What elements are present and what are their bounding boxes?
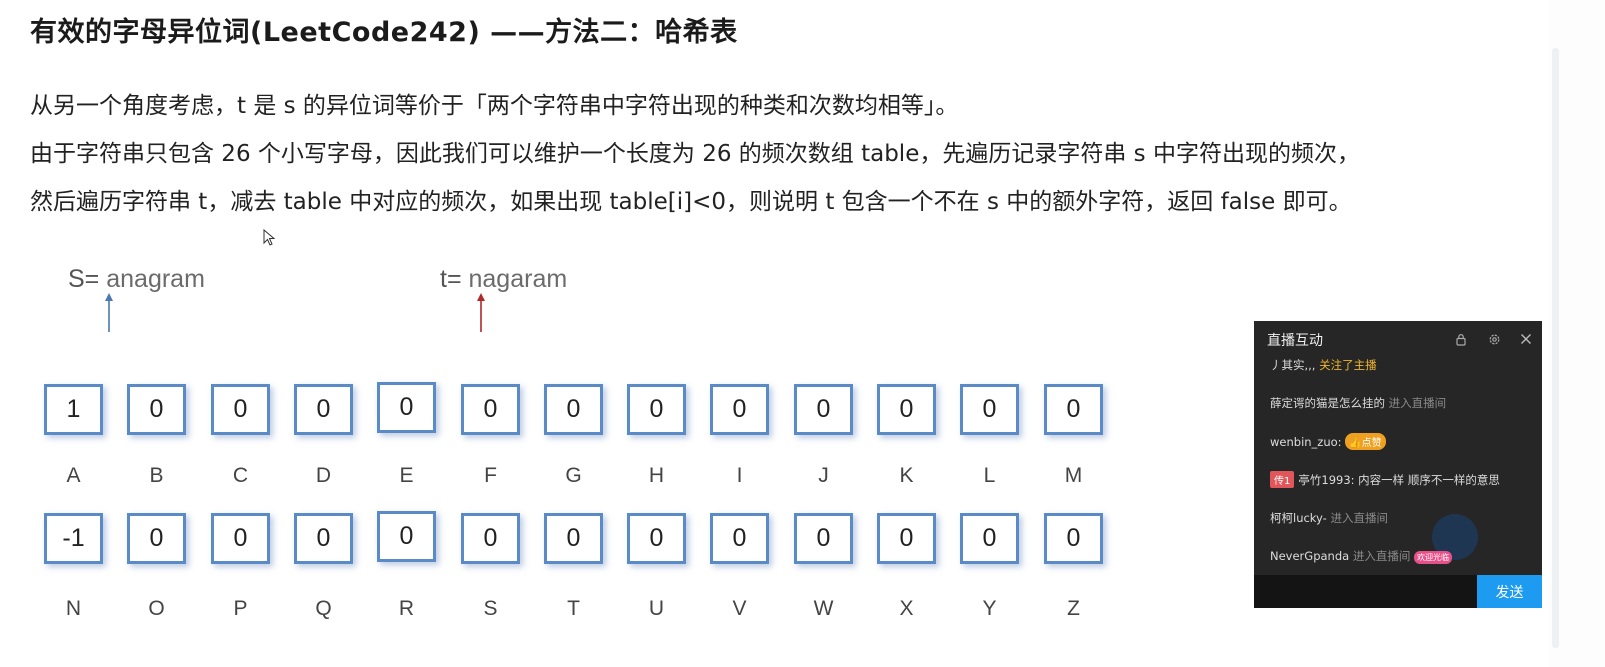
letter-label: A (66, 464, 81, 487)
t-pointer-arrow-icon (477, 293, 485, 332)
chat-username[interactable]: NeverGpanda (1270, 549, 1350, 563)
chat-input[interactable] (1254, 575, 1477, 608)
table-cell: 0 (627, 384, 686, 435)
s-value: anagram (106, 265, 205, 293)
chat-username[interactable]: 丿其实,,, (1270, 358, 1316, 372)
table-cell: 0 (794, 384, 853, 435)
table-cell: 0 (461, 384, 520, 435)
letter-label: W (813, 597, 834, 620)
table-cell: 0 (211, 513, 270, 564)
letter-label: S (483, 597, 498, 620)
t-prefix: t= (440, 265, 469, 293)
table-cell: 0 (377, 511, 436, 562)
letter-label: G (565, 464, 582, 487)
table-cell: 0 (1044, 384, 1103, 435)
chat-username[interactable]: wenbin_zuo: (1270, 435, 1346, 449)
chat-message-text: 内容一样 顺序不一样的意思 (1358, 473, 1500, 487)
letter-label: E (399, 464, 414, 487)
t-string-label: t= nagaram (440, 265, 567, 294)
letter-label: V (732, 597, 747, 620)
chat-header: 直播互动 (1254, 321, 1542, 357)
slide-title: 有效的字母异位词(LeetCode242) ——方法二：哈希表 (30, 17, 738, 48)
letter-label: N (65, 597, 82, 620)
close-icon[interactable] (1518, 331, 1534, 347)
letter-label: T (567, 597, 580, 620)
chat-message-text: 进入直播间 (1349, 549, 1411, 563)
like-badge: 👍点赞 (1345, 433, 1386, 450)
table-cell: -1 (44, 513, 103, 564)
table-cell: 0 (960, 384, 1019, 435)
send-button[interactable]: 发送 (1477, 575, 1542, 608)
s-pointer-arrow-icon (105, 293, 113, 332)
table-cell: 0 (127, 513, 186, 564)
chat-message: 柯柯lucky- 进入直播间 (1270, 510, 1388, 526)
letter-label: D (315, 464, 332, 487)
letter-label: H (648, 464, 665, 487)
chat-message-text: 进入直播间 (1385, 396, 1447, 410)
chat-username[interactable]: 柯柯lucky- (1270, 511, 1327, 525)
table-cell: 0 (877, 384, 936, 435)
table-cell: 0 (794, 513, 853, 564)
letter-label: O (148, 597, 165, 620)
paragraph-line-1: 从另一个角度考虑，t 是 s 的异位词等价于「两个字符串中字符出现的种类和次数均… (30, 93, 959, 119)
letter-label: M (1064, 464, 1083, 487)
table-cell: 0 (294, 513, 353, 564)
table-cell: 0 (627, 513, 686, 564)
letter-label: B (149, 464, 164, 487)
letter-label: Q (315, 597, 332, 620)
table-cell: 0 (127, 384, 186, 435)
gear-icon[interactable] (1486, 331, 1502, 347)
letter-label: I (736, 464, 743, 487)
table-cell: 0 (1044, 513, 1103, 564)
chat-title: 直播互动 (1267, 333, 1323, 349)
letter-label: R (398, 597, 415, 620)
table-cell: 0 (710, 384, 769, 435)
chat-message: NeverGpanda 进入直播间 欢迎光临 (1270, 548, 1452, 564)
table-cell: 0 (877, 513, 936, 564)
table-cell: 0 (544, 513, 603, 564)
scrollbar[interactable] (1552, 48, 1559, 648)
letter-label: Y (982, 597, 997, 620)
letter-label: F (484, 464, 497, 487)
table-cell: 0 (377, 382, 436, 433)
welcome-badge: 欢迎光临 (1414, 551, 1452, 564)
s-string-label: S= anagram (68, 265, 205, 294)
paragraph-line-2: 由于字符串只包含 26 个小写字母，因此我们可以维护一个长度为 26 的频次数组… (30, 141, 1360, 167)
letter-label: L (983, 464, 996, 487)
t-value: nagaram (468, 265, 568, 293)
chat-message: 丿其实,,, 关注了主播 (1270, 357, 1377, 373)
letter-label: Z (1067, 597, 1080, 620)
table-cell: 0 (710, 513, 769, 564)
table-cell: 1 (44, 384, 103, 435)
letter-label: J (818, 464, 829, 487)
letter-label: X (899, 597, 914, 620)
chat-message-text: 进入直播间 (1326, 511, 1388, 525)
table-cell: 0 (960, 513, 1019, 564)
letter-label: K (899, 464, 914, 487)
table-cell: 0 (211, 384, 270, 435)
live-chat-panel: 直播互动 丿其实,,, 关注了主播 薛定谔的猫是怎么挂的 进入直播间 wenbi… (1254, 321, 1542, 608)
letter-label: U (648, 597, 665, 620)
s-prefix: S= (68, 265, 107, 293)
paragraph-line-3: 然后遍历字符串 t，减去 table 中对应的频次，如果出现 table[i]<… (30, 189, 1352, 215)
chat-username[interactable]: 薛定谔的猫是怎么挂的 (1270, 396, 1385, 410)
lock-icon[interactable] (1453, 331, 1469, 347)
fan-level-badge: 传1 (1270, 471, 1295, 488)
chat-message: wenbin_zuo: 👍点赞 (1270, 433, 1386, 450)
table-cell: 0 (461, 513, 520, 564)
chat-message: 薛定谔的猫是怎么挂的 进入直播间 (1270, 395, 1446, 411)
table-cell: 0 (544, 384, 603, 435)
mouse-cursor-icon (263, 229, 276, 246)
chat-username[interactable]: 亭竹1993: (1298, 473, 1359, 487)
chat-message-text: 关注了主播 (1315, 358, 1377, 372)
letter-label: C (232, 464, 249, 487)
letter-label: P (233, 597, 248, 620)
table-cell: 0 (294, 384, 353, 435)
